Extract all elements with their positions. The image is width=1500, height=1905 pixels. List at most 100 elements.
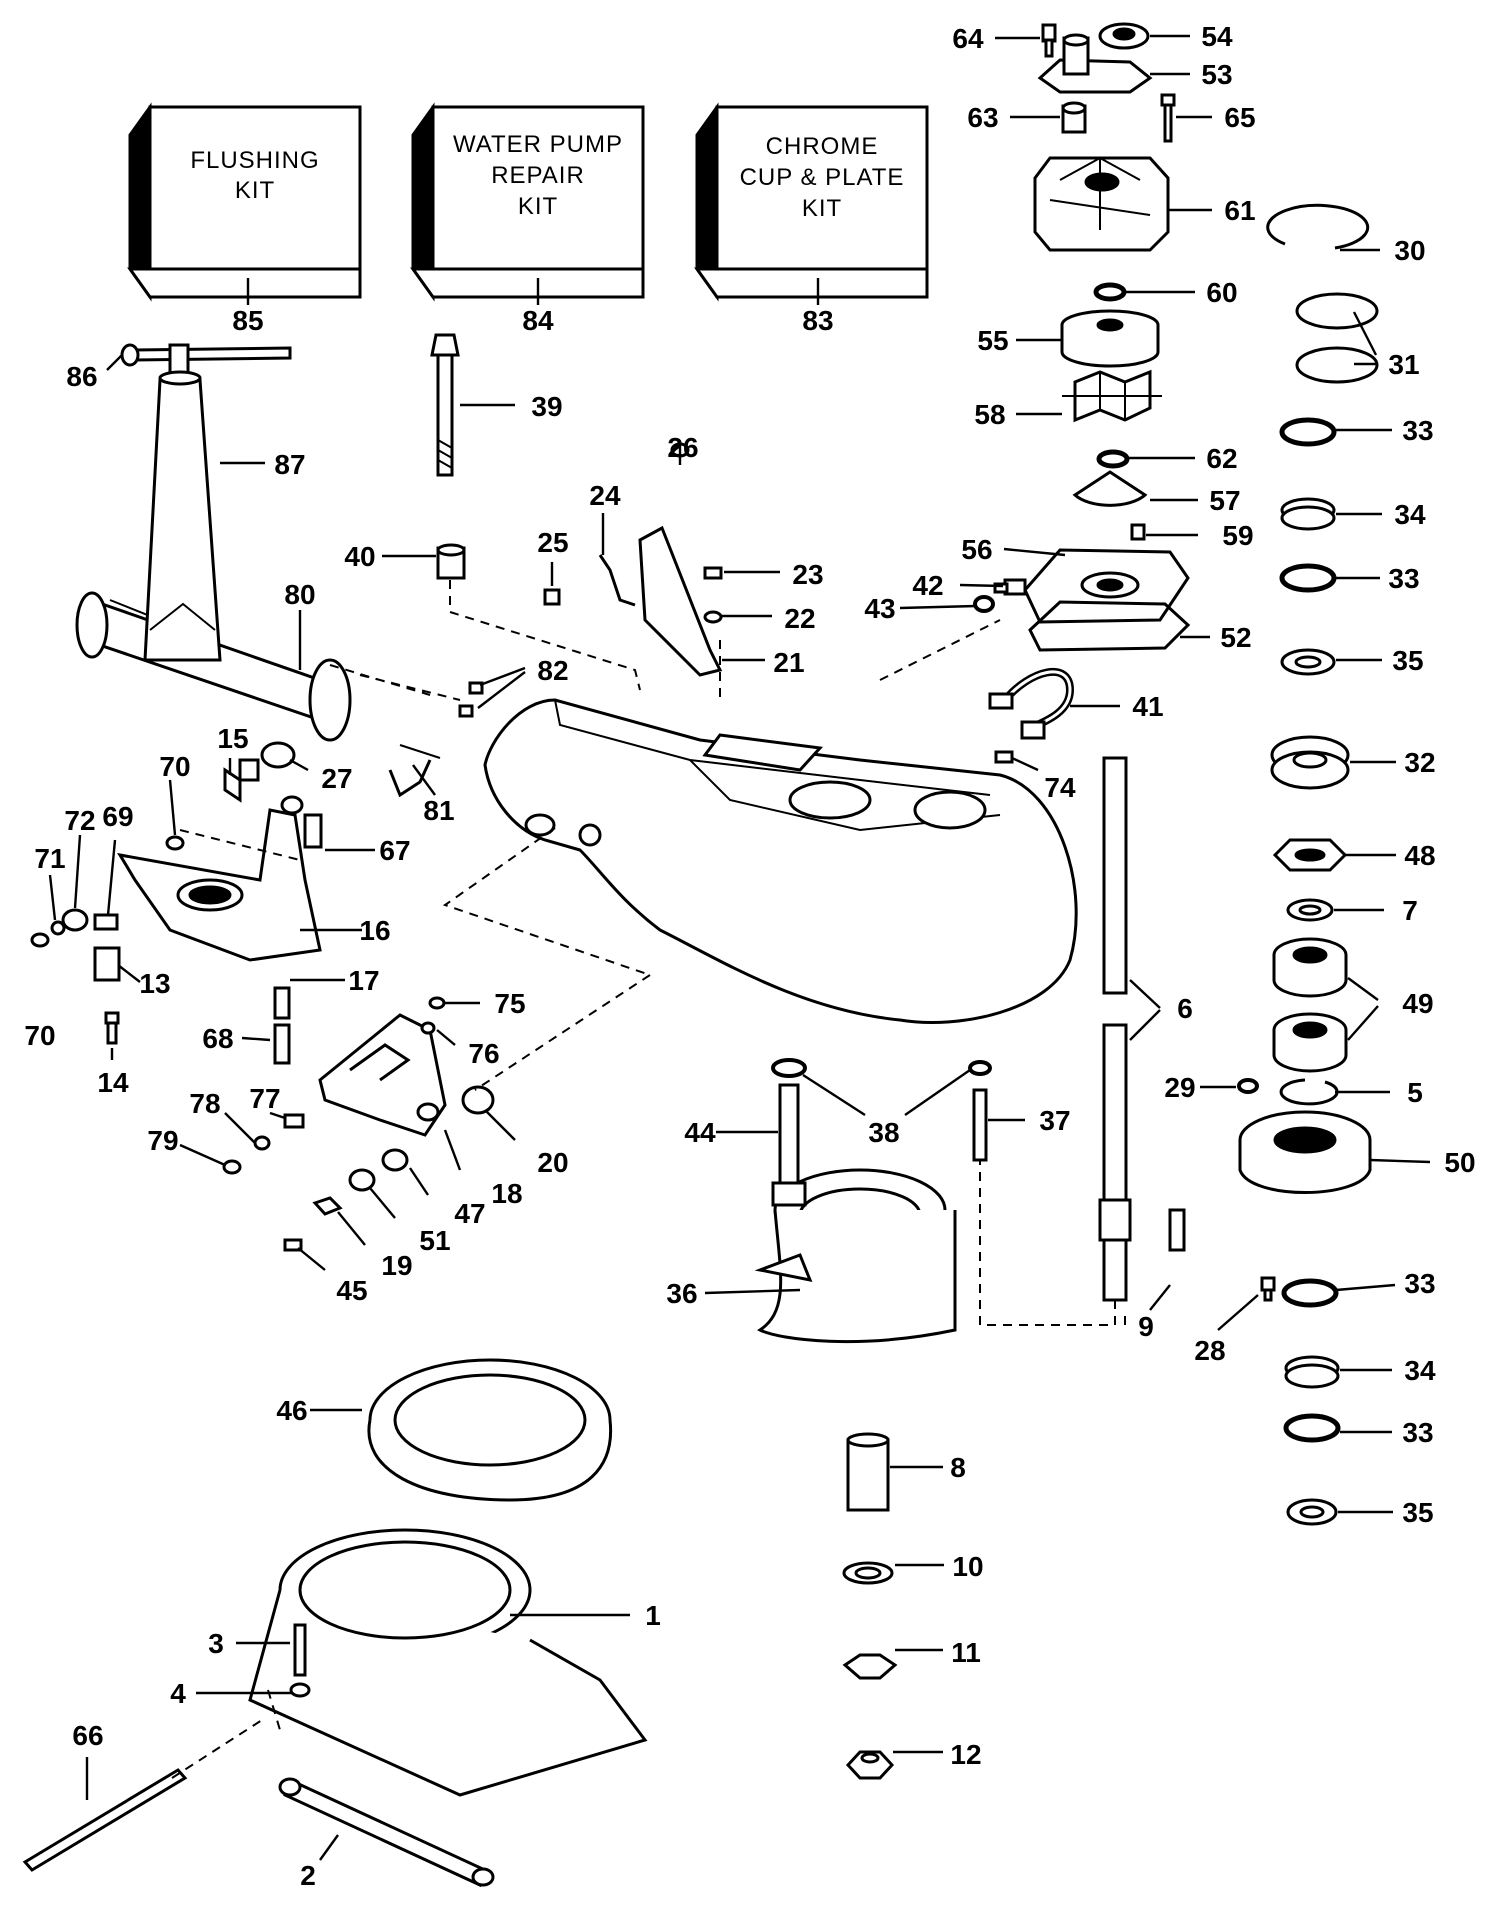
callout-84: 84	[522, 305, 554, 336]
callout-51: 51	[419, 1225, 450, 1256]
callout-75: 75	[494, 988, 525, 1019]
callout-72: 72	[64, 805, 95, 836]
callout-29: 29	[1164, 1072, 1195, 1103]
callout-45: 45	[336, 1275, 367, 1306]
callout-9: 9	[1138, 1311, 1154, 1342]
callout-56: 56	[961, 534, 992, 565]
callout-47: 47	[454, 1198, 485, 1229]
steering-bracket	[117, 758, 322, 962]
kit-label-line: CUP & PLATE	[740, 164, 905, 191]
callout-62: 62	[1206, 443, 1237, 474]
callout-67: 67	[379, 835, 410, 866]
intake-ring-46	[367, 1358, 613, 1502]
callout-16: 16	[359, 915, 390, 946]
callout-54: 54	[1201, 21, 1233, 52]
callout-82: 82	[537, 655, 568, 686]
callout-14: 14	[97, 1067, 129, 1098]
impeller-36	[754, 1168, 957, 1344]
callout-13: 13	[139, 968, 170, 999]
callout-numbers: 64 54 53 63 65 61 30 60 55 31 58 33 62 5…	[24, 21, 1475, 1891]
callout-44: 44	[684, 1117, 716, 1148]
callout-58: 58	[974, 399, 1005, 430]
callout-85: 85	[232, 305, 263, 336]
callout-34: 34	[1404, 1355, 1436, 1386]
kit-box-chrome-cup: CHROME CUP & PLATE KIT	[694, 102, 929, 302]
callout-33: 33	[1402, 415, 1433, 446]
callout-30: 30	[1394, 235, 1425, 266]
callout-24: 24	[589, 480, 621, 511]
callout-31: 31	[1388, 349, 1419, 380]
callout-49: 49	[1402, 988, 1433, 1019]
kit-label-line: CHROME	[766, 133, 879, 160]
pump-housing	[483, 698, 1078, 1024]
callout-70: 70	[159, 751, 190, 782]
pump-stack	[973, 22, 1379, 1526]
callout-28: 28	[1194, 1335, 1225, 1366]
callout-69: 69	[102, 801, 133, 832]
callout-37: 37	[1039, 1105, 1070, 1136]
callout-15: 15	[217, 723, 248, 754]
kit-box-water-pump: WATER PUMP REPAIR KIT	[410, 102, 645, 302]
callout-3: 3	[208, 1628, 224, 1659]
callout-23: 23	[792, 559, 823, 590]
callout-48: 48	[1404, 840, 1435, 871]
callout-53: 53	[1201, 59, 1232, 90]
callout-55: 55	[977, 325, 1008, 356]
callout-46: 46	[276, 1395, 307, 1426]
callout-25: 25	[537, 527, 568, 558]
callout-21: 21	[773, 647, 804, 678]
callout-20: 20	[537, 1147, 568, 1178]
callout-18: 18	[491, 1178, 522, 1209]
callout-57: 57	[1209, 485, 1240, 516]
leader-lines	[48, 34, 1431, 1861]
ride-plate-1	[248, 1528, 648, 1797]
callout-22: 22	[784, 603, 815, 634]
callout-74: 74	[1044, 772, 1076, 803]
callout-27: 27	[321, 763, 352, 794]
callout-76: 76	[468, 1038, 499, 1069]
callout-6: 6	[1177, 993, 1193, 1024]
callout-11: 11	[951, 1637, 981, 1668]
callout-19: 19	[381, 1250, 412, 1281]
callout-39: 39	[531, 391, 562, 422]
callout-35: 35	[1392, 645, 1423, 676]
callout-5: 5	[1407, 1077, 1423, 1108]
callout-10: 10	[952, 1551, 983, 1582]
callout-52: 52	[1220, 622, 1251, 653]
kit-label-line: KIT	[235, 177, 275, 204]
callout-81: 81	[423, 795, 454, 826]
kit-label-line: KIT	[802, 195, 842, 222]
callout-59: 59	[1222, 520, 1253, 551]
callout-87: 87	[274, 449, 305, 480]
callout-79: 79	[147, 1125, 178, 1156]
callout-4: 4	[170, 1678, 186, 1709]
callout-7: 7	[1402, 895, 1418, 926]
callout-17: 17	[348, 965, 379, 996]
callout-36: 36	[666, 1278, 697, 1309]
callout-42: 42	[912, 570, 943, 601]
callout-33: 33	[1388, 563, 1419, 594]
callout-33: 33	[1402, 1417, 1433, 1448]
kit-box-flushing: FLUSHING KIT	[127, 102, 362, 302]
callout-2: 2	[300, 1860, 316, 1891]
kit-label-line: REPAIR	[491, 162, 585, 189]
callout-41: 41	[1132, 691, 1163, 722]
callout-61: 61	[1224, 195, 1255, 226]
callout-77: 77	[249, 1083, 280, 1114]
callout-80: 80	[284, 579, 315, 610]
callout-43: 43	[864, 593, 895, 624]
callout-26: 26	[667, 432, 698, 463]
kit-label-line: WATER PUMP	[453, 131, 623, 158]
callout-86: 86	[66, 361, 97, 392]
drive-shaft	[979, 756, 1186, 1326]
hose-tube-80	[75, 591, 352, 742]
callout-40: 40	[344, 541, 375, 572]
kit-label-line: FLUSHING	[190, 147, 319, 174]
callout-64: 64	[952, 23, 984, 54]
callout-66: 66	[72, 1720, 103, 1751]
callout-78: 78	[189, 1088, 220, 1119]
callout-32: 32	[1404, 747, 1435, 778]
callout-1: 1	[645, 1600, 661, 1631]
callout-83: 83	[802, 305, 833, 336]
